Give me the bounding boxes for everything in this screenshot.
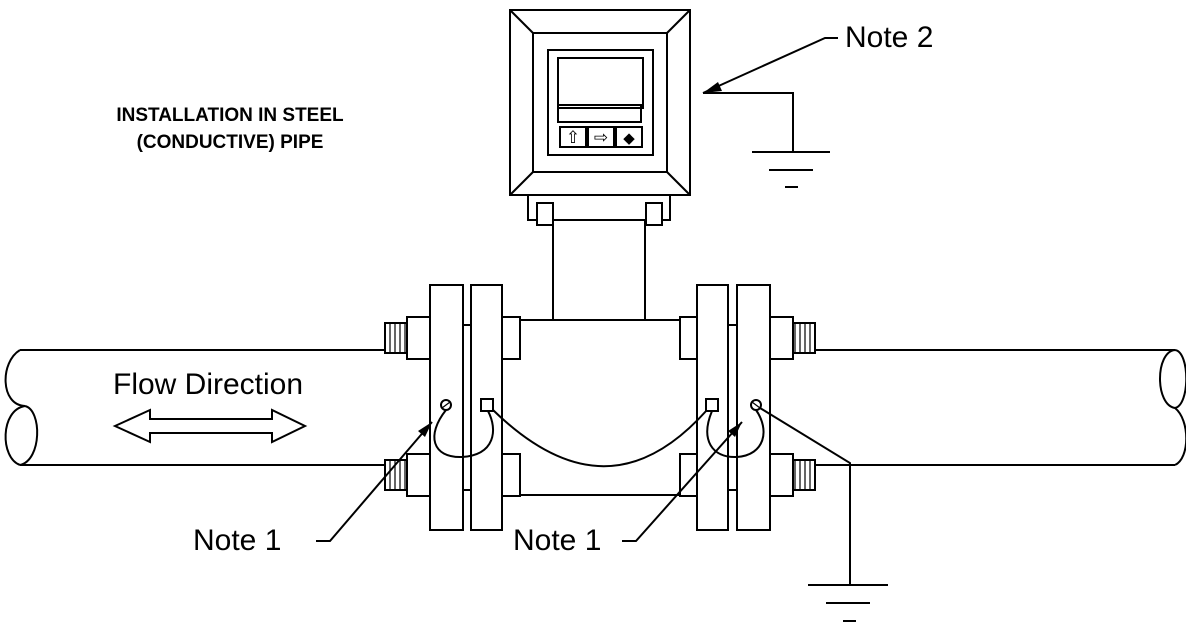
note-2-label: Note 2	[845, 21, 934, 54]
flow-direction-label: Flow Direction	[113, 368, 304, 401]
right-meter-lug	[705, 398, 719, 412]
note-1-right-label: Note 1	[513, 524, 602, 557]
title-line: (CONDUCTIVE) PIPE	[136, 132, 324, 153]
note-1-right-leader	[622, 421, 743, 542]
transmitter-housing: ⇧ ⇨ ◆	[509, 9, 691, 196]
flow-direction-arrow-icon	[112, 408, 308, 444]
right-pipe	[760, 349, 1186, 466]
key-up	[559, 126, 587, 148]
diagram-title: INSTALLATION IN STEEL (CONDUCTIVE) PIPE	[60, 102, 400, 156]
grounding-straps	[433, 398, 851, 585]
diamond-icon: ◆	[623, 129, 635, 147]
left-meter-lug	[480, 398, 494, 412]
status-bar	[557, 104, 642, 123]
key-right	[587, 126, 615, 148]
flange-bolts	[384, 316, 816, 497]
display-screen	[557, 57, 644, 109]
transmitter-neck	[527, 194, 671, 321]
note-1-left-leader	[316, 421, 433, 542]
ground-symbol-icon	[808, 584, 888, 622]
note-2-leader	[702, 37, 838, 94]
ground-symbol-icon	[703, 92, 830, 188]
right-arrow-icon: ⇨	[594, 128, 608, 148]
key-enter	[615, 126, 643, 148]
title-line: INSTALLATION IN STEEL	[116, 105, 344, 126]
left-pipe	[4, 349, 430, 466]
up-arrow-icon: ⇧	[566, 128, 580, 148]
note-1-left-label: Note 1	[193, 524, 282, 557]
